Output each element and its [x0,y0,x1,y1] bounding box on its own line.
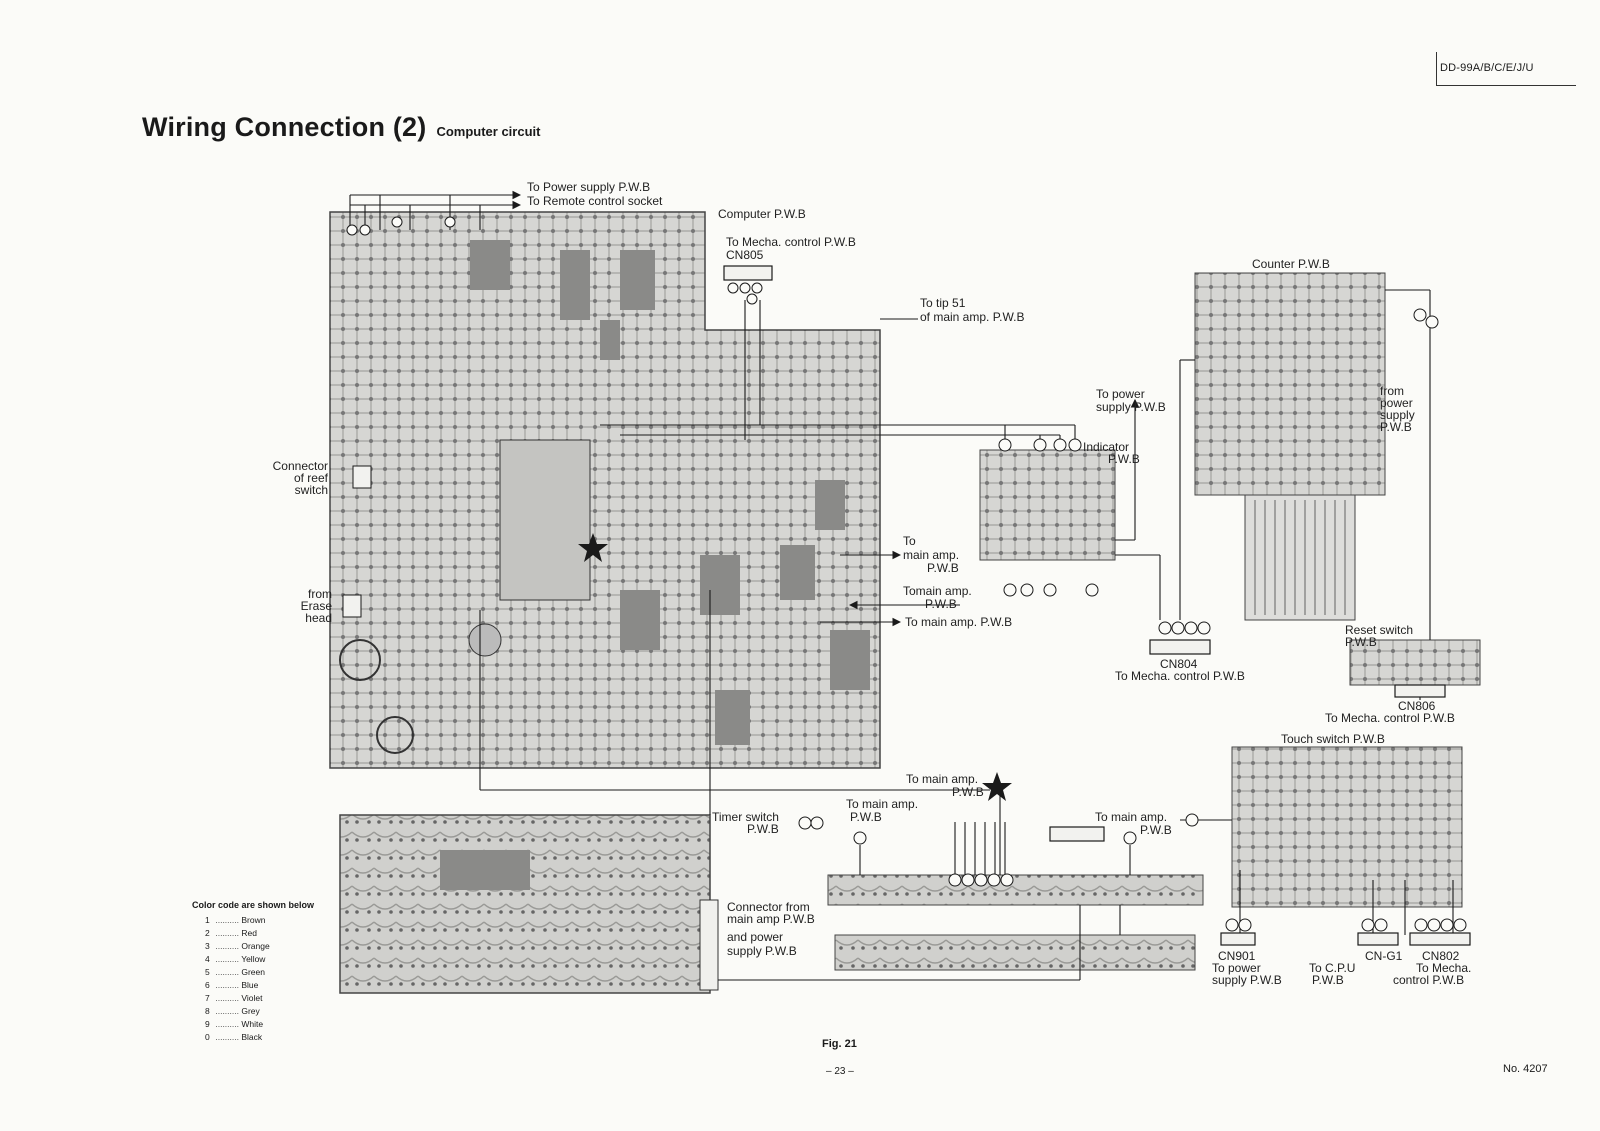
timer-board-connector [699,899,719,991]
label-to-remote-socket: To Remote control socket [527,194,663,208]
label-cn901-to-1: To power [1212,961,1261,975]
label-cn901: CN901 [1218,949,1256,963]
legend-item: 0 .......... Black [205,1032,263,1042]
label-indicator-1: Indicator [1083,440,1130,454]
label-cn802: CN802 [1422,949,1460,963]
label-cn802-to-2: control P.W.B [1393,973,1465,987]
label-from-erase-3: head [305,611,332,625]
model-number: DD-99A/B/C/E/J/U [1440,62,1534,74]
label-to-mecha-cn804: To Mecha. control P.W.B [1115,669,1245,683]
star-marker-main-amp [982,772,1012,801]
cn806-housing [1394,684,1446,698]
counter-board [1194,272,1386,496]
label-to-main-amp-1c: P.W.B [927,561,959,575]
label-to-main-amp-2b: P.W.B [925,597,957,611]
legend-item: 8 .......... Grey [205,1006,260,1016]
label-timer-switch-1: Timer switch [712,810,779,824]
main-amp-strip-bottom [834,934,1196,971]
header-rule-horizontal [1436,85,1576,86]
timer-board [339,814,711,994]
document-number: No. 4207 [1503,1063,1548,1075]
label-cn806: CN806 [1398,699,1436,713]
page-number: – 23 – [826,1066,854,1077]
label-connector-reef-3: switch [294,483,328,497]
label-to-power-right-1: To power [1096,387,1145,401]
label-connector-reef-2: of reef [293,471,328,485]
label-to-main-amp-1a: To [903,534,916,548]
label-reset-switch-2: P.W.B [1345,635,1377,649]
label-from-power-1: from [1380,384,1404,398]
label-connector-from-2: main amp P.W.B [727,912,815,926]
cng1-housing [1357,932,1399,946]
label-to-power-right-2: supply P.W.B [1096,400,1166,414]
label-to-main-amp-2a: Tomain amp. [903,584,972,598]
legend-item: 7 .......... Violet [205,993,263,1003]
label-to-main-amp-5a: To main amp. [1095,810,1168,824]
label-from-erase-2: Erase [300,599,332,613]
label-from-power-4: P.W.B [1380,420,1412,434]
label-connector-reef-1: Connector [272,459,328,473]
label-from-erase-1: from [308,587,332,601]
label-to-main-amp-1b: main amp. [903,548,960,562]
reef-switch-connector [352,465,372,489]
legend-item: 6 .......... Blue [205,980,259,990]
header-rule-vertical [1436,52,1437,86]
label-to-main-amp-star-2: P.W.B [952,785,984,799]
figure-caption: Fig. 21 [822,1038,857,1050]
label-from-power-3: supply [1380,408,1415,422]
label-touch-switch: Touch switch P.W.B [1281,732,1385,746]
title-text: Wiring Connection (2) [142,112,427,142]
label-cng1-to-2: P.W.B [1312,973,1344,987]
label-to-main-amp-4b: P.W.B [850,810,882,824]
label-to-main-amp-star-1: To main amp. [906,772,979,786]
label-of-main-amp: of main amp. P.W.B [920,310,1025,324]
label-reset-switch-1: Reset switch [1345,623,1414,637]
page-title: Wiring Connection (2) Computer circuit [142,112,540,143]
label-to-tip: To tip 51 [920,296,966,310]
legend-item: 1 .......... Brown [205,915,266,925]
label-computer-pwb: Computer P.W.B [718,207,806,221]
title-subtitle: Computer circuit [436,124,541,139]
label-cng1: CN-G1 [1365,949,1403,963]
indicator-board [979,449,1116,561]
cn805-housing [723,265,773,281]
label-cn804: CN804 [1160,657,1198,671]
label-to-power-supply: To Power supply P.W.B [527,180,651,194]
label-to-mecha-control-top: To Mecha. control P.W.B [726,235,856,249]
legend-item: 4 .......... Yellow [205,954,266,964]
label-cn805: CN805 [726,248,764,262]
label-connector-from-4: supply P.W.B [727,944,797,958]
cn802-housing [1409,932,1471,946]
label-cn901-to-2: supply P.W.B [1212,973,1282,987]
label-to-main-amp-3: To main amp. P.W.B [905,615,1013,629]
legend-item: 5 .......... Green [205,967,265,977]
label-connector-from-1: Connector from [727,900,810,914]
label-cng1-to-1: To C.P.U [1309,961,1356,975]
label-indicator-2: P.W.B [1108,452,1140,466]
legend-item: 2 .......... Red [205,928,257,938]
label-to-main-amp-4a: To main amp. [846,797,919,811]
main-amp-strip-top [827,874,1204,906]
legend-item: 3 .......... Orange [205,941,270,951]
label-from-power-2: power [1380,396,1413,410]
label-connector-from-3: and power [727,930,784,944]
star-marker-board [578,533,608,562]
erase-head-connector [342,594,362,618]
timer-board-ic [440,850,530,890]
cn804-housing [1149,639,1211,655]
color-code-title: Color code are shown below [192,900,315,910]
label-to-main-amp-5b: P.W.B [1140,823,1172,837]
counter-ribbon [1244,494,1356,621]
label-counter-pwb: Counter P.W.B [1252,257,1330,271]
touch-switch-board [1231,746,1463,908]
label-cn802-to-1: To Mecha. [1416,961,1472,975]
main-amp-connector-housing [1049,826,1105,842]
label-to-mecha-cn806: To Mecha. control P.W.B [1325,711,1455,725]
label-timer-switch-2: P.W.B [747,822,779,836]
cn901-housing [1220,932,1256,946]
computer-board [329,211,881,769]
legend-item: 9 .......... White [205,1019,264,1029]
color-code-legend: 1 .......... Brown 2 .......... Red 3 ..… [205,914,270,1044]
